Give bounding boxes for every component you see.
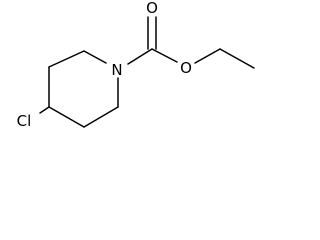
bond-c4-cl (39, 106, 50, 114)
carbonyl-oxygen-label: O (146, 0, 158, 17)
bond-n-c2 (83, 50, 107, 64)
chlorine-label: Cl (17, 112, 32, 130)
ethyl-carbamate-group (127, 16, 255, 69)
bond-carbonyl-carbon-ester-oxygen (151, 48, 178, 63)
bond-c5-c6 (83, 106, 119, 128)
bond-ch2-ch3 (219, 48, 255, 69)
piperidine-ring (48, 50, 119, 128)
bond-c2-c3 (48, 50, 85, 68)
bond-n-carbonyl-carbon (127, 48, 153, 65)
ester-oxygen-label: O (180, 59, 192, 77)
bond-c4-c5 (48, 106, 85, 128)
chemical-structure-diagram: N O O Cl (17, 0, 255, 130)
nitrogen-label: N (111, 61, 122, 79)
bond-ester-oxygen-ch2 (194, 48, 221, 64)
